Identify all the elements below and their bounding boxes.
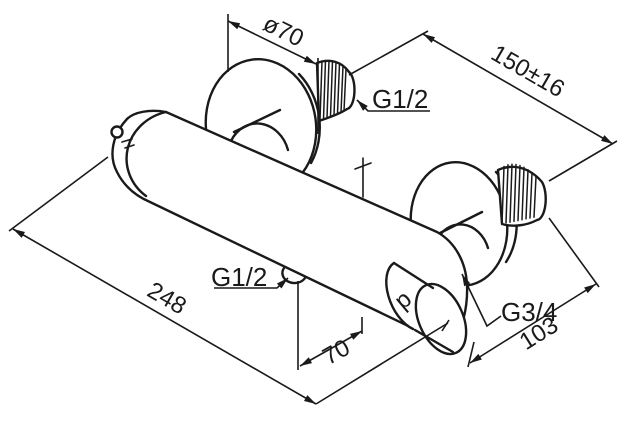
ext-spread-left xyxy=(348,30,429,76)
ext-length-left xyxy=(8,156,109,232)
label-connection-spread: 150±16 xyxy=(486,40,569,103)
mixer-body-outline xyxy=(111,109,469,349)
handle-knob-bottom-edge xyxy=(413,328,455,354)
dim-line-offset xyxy=(299,330,363,367)
left-thread-hatching xyxy=(319,59,347,121)
label-top-thread: G1/2 xyxy=(372,84,428,114)
label-body-length: 248 xyxy=(143,277,191,320)
dim-line-dia70 xyxy=(227,20,317,65)
label-outlet-offset: 70 xyxy=(318,334,354,371)
right-thread-nipple xyxy=(496,163,547,227)
knob-center-tick xyxy=(441,319,450,332)
center-mark xyxy=(354,157,372,198)
left-end-button xyxy=(110,125,124,139)
left-cap-edge xyxy=(125,110,168,198)
left-escutcheon-neck-line xyxy=(232,108,282,134)
label-handle-thread: G3/4 xyxy=(501,297,557,327)
ext-depth-right xyxy=(548,217,600,288)
mixer-body xyxy=(110,109,469,349)
leader-top-thread xyxy=(356,99,430,112)
ext-spread-right xyxy=(548,140,618,182)
dim-line-spread xyxy=(422,33,614,145)
label-bottom-thread: G1/2 xyxy=(211,262,267,292)
label-flange-diameter: ø70 xyxy=(259,10,308,52)
right-escutcheon-neck-line xyxy=(436,210,484,236)
dim-line-depth xyxy=(469,283,597,364)
ext-length-right xyxy=(315,322,449,405)
dim-line-length xyxy=(12,228,317,405)
leader-bottom-thread xyxy=(214,277,289,289)
dimension-lines xyxy=(8,14,618,405)
leader-handle-thread xyxy=(461,273,502,328)
handle-knob: p xyxy=(385,261,468,356)
left-escutcheon-hole xyxy=(229,122,290,152)
handle-knob-top-edge xyxy=(392,261,435,290)
right-thread-hatching xyxy=(501,163,537,225)
left-thread-nipple xyxy=(315,59,356,123)
left-end-button-ticks xyxy=(121,138,135,149)
handle-knob-back-edge xyxy=(385,261,415,331)
